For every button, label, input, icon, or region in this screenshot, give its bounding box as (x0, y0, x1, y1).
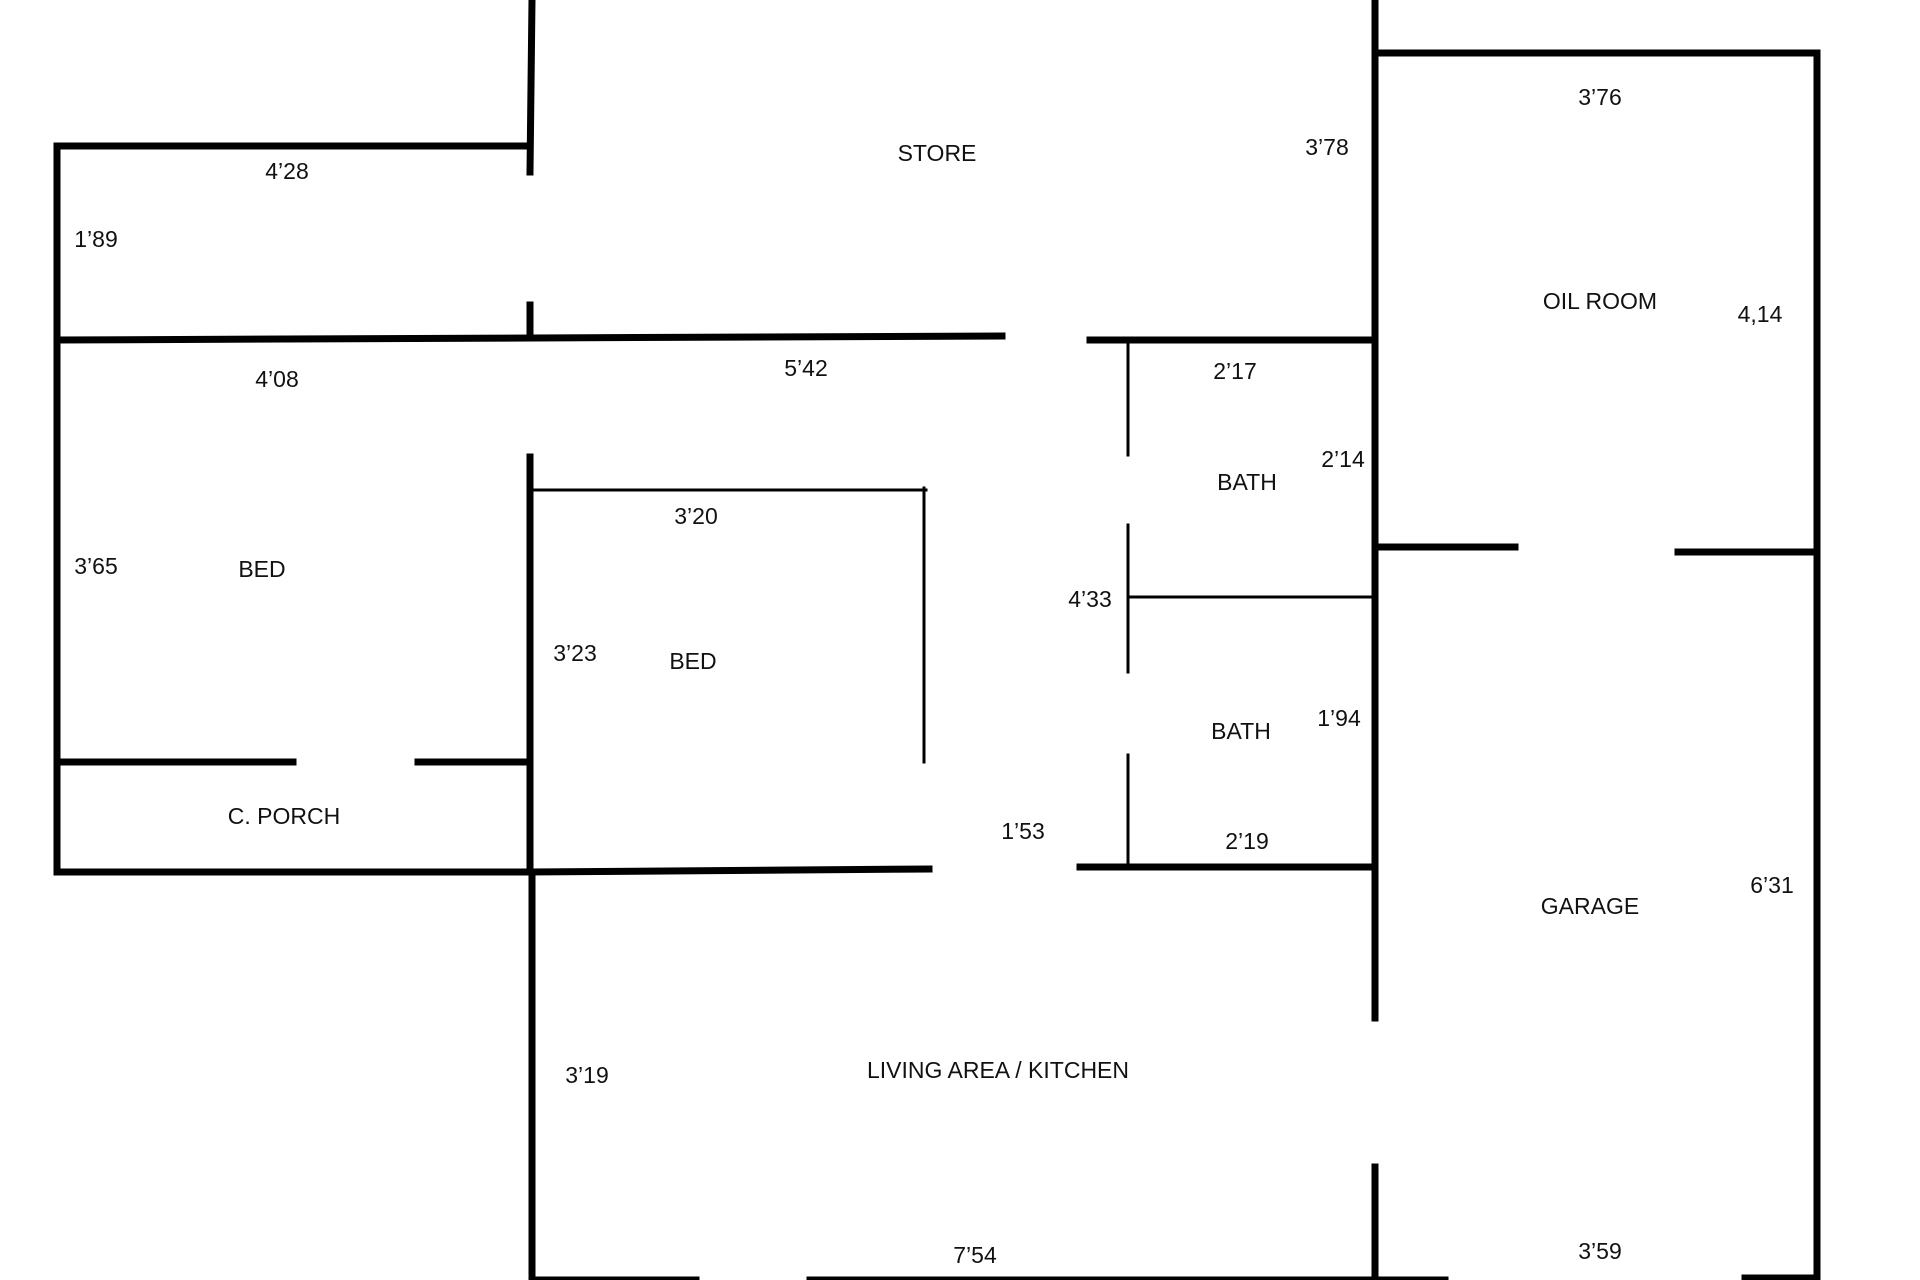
room-label-covered-porch: C. PORCH (228, 803, 340, 829)
dim-living-width: 7’54 (953, 1242, 997, 1268)
dim-store-height: 3’78 (1305, 134, 1348, 160)
wall-living-top-left (526, 865, 933, 876)
wall-store-left-upper (526, 0, 536, 176)
dim-garage-width: 3’59 (1578, 1238, 1621, 1264)
room-label-bath-upper: BATH (1217, 469, 1277, 495)
interior-partitions (528, 340, 1377, 869)
dim-living-depth: 3’19 (565, 1062, 608, 1088)
dim-bed-left-width: 4’08 (255, 366, 298, 392)
room-labels: STORE OIL ROOM BATH BATH BED BED C. PORC… (228, 140, 1657, 1083)
room-label-living-kitchen: LIVING AREA / KITCHEN (867, 1057, 1129, 1083)
dim-garage-depth: 6’31 (1750, 872, 1793, 898)
dim-oil-room-depth: 4,14 (1738, 301, 1783, 327)
dim-oil-room-width: 3’76 (1578, 84, 1621, 110)
dim-bath-upper-depth: 2’14 (1321, 446, 1365, 472)
dim-hall-top-width: 4’28 (265, 158, 308, 184)
dim-bath-lower-width: 2’19 (1225, 828, 1268, 854)
dim-hall-height: 1’89 (74, 226, 117, 252)
room-label-garage: GARAGE (1541, 893, 1639, 919)
dim-bath-lower-depth: 1’94 (1317, 705, 1361, 731)
room-label-store: STORE (898, 140, 977, 166)
room-label-oil-room: OIL ROOM (1543, 288, 1657, 314)
room-label-bath-lower: BATH (1211, 718, 1271, 744)
dim-passage-width: 1’53 (1001, 818, 1044, 844)
wall-corridor-top-left (53, 332, 1006, 344)
room-label-bed-left: BED (238, 556, 285, 582)
exterior-and-main-walls (53, 0, 1821, 1280)
dim-bed-center-depth: 3’23 (553, 640, 596, 666)
dim-bath-upper-width: 2’17 (1213, 358, 1256, 384)
dimension-labels: 4’28 1’89 3’78 3’76 4,14 4’08 5’42 2’17 … (74, 84, 1793, 1268)
room-label-bed-center: BED (669, 648, 716, 674)
dim-corridor-width: 5’42 (784, 355, 827, 381)
dim-bed-center-width: 3’20 (674, 503, 717, 529)
dim-bath-block-depth: 4’33 (1068, 586, 1111, 612)
dim-bed-left-depth: 3’65 (74, 553, 117, 579)
